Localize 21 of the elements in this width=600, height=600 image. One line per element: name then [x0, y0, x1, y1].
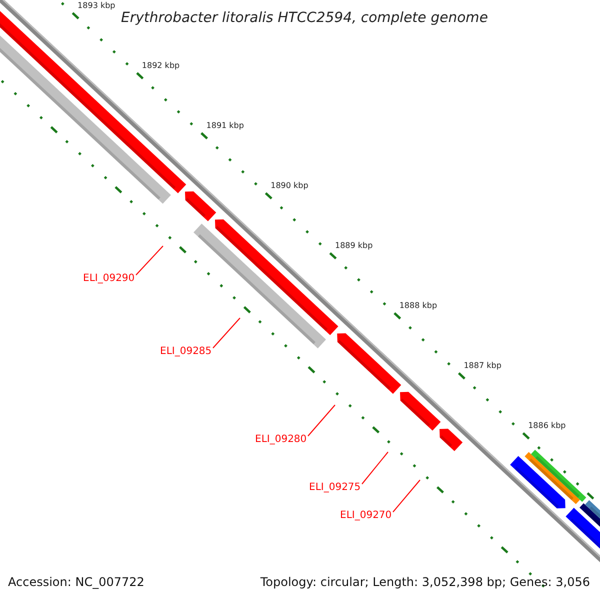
scale-label: 1893 kbp: [78, 2, 116, 10]
genome-summary-text: Topology: circular; Length: 3,052,398 bp; Genes: 3,056: [260, 576, 590, 588]
leader-line: [392, 480, 420, 512]
scale-label: 1892 kbp: [142, 62, 180, 70]
leader-line: [308, 404, 336, 436]
gene-label: ELI_09275: [309, 483, 361, 493]
gene-label: ELI_09280: [255, 435, 307, 445]
accession-text: Accession: NC_007722: [8, 576, 144, 588]
map-title: Erythrobacter litoralis HTCC2594, complete genome: [121, 11, 488, 25]
scale-label: 1888 kbp: [399, 302, 438, 310]
leader-line: [212, 318, 240, 348]
gene-label: ELI_09290: [83, 274, 135, 284]
gene-label: ELI_09270: [340, 511, 392, 521]
leader-line: [136, 246, 164, 276]
scale-label: 1886 kbp: [528, 422, 566, 430]
leader-line: [362, 452, 388, 484]
scale-label: 1887 kbp: [464, 362, 502, 370]
scale-label: 1890 kbp: [270, 182, 308, 190]
scale-label: 1889 kbp: [334, 242, 373, 250]
scale-label: 1891 kbp: [206, 122, 244, 130]
gene-label: ELI_09285: [160, 347, 212, 357]
